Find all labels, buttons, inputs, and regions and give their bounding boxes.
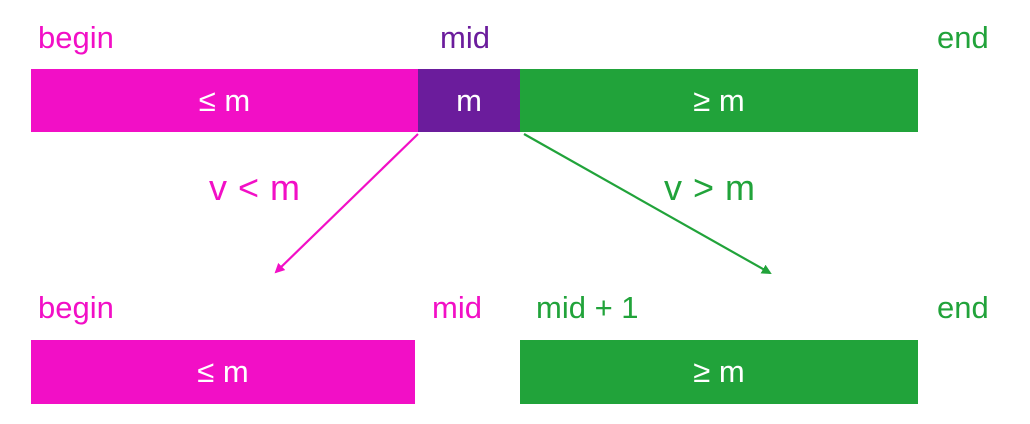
bottom-mid-plus-one-label: mid + 1 [536,290,639,325]
top-begin-label: begin [38,20,114,55]
bottom-left-segment-label: ≤ m [197,354,249,389]
bottom-begin-label: begin [38,290,114,325]
top-left-segment-label: ≤ m [198,82,251,118]
top-right-segment: ≥ m [520,69,918,132]
top-mid-segment: m [418,69,520,132]
right-condition-label: v > m [664,167,756,208]
bottom-left-segment: ≤ m [31,340,415,404]
top-right-segment-label: ≥ m [693,82,745,118]
left-branch-arrow [274,133,419,274]
top-mid-label: mid [440,20,490,55]
left-condition-label: v < m [209,167,301,208]
bottom-mid-label: mid [432,290,482,325]
bottom-end-label: end [937,290,989,325]
right-branch-arrow [523,133,772,274]
bottom-right-segment: ≥ m [520,340,918,404]
top-end-label: end [937,20,989,55]
top-left-segment: ≤ m [31,69,418,132]
top-mid-segment-label: m [456,82,482,118]
bottom-right-segment-label: ≥ m [693,354,745,389]
